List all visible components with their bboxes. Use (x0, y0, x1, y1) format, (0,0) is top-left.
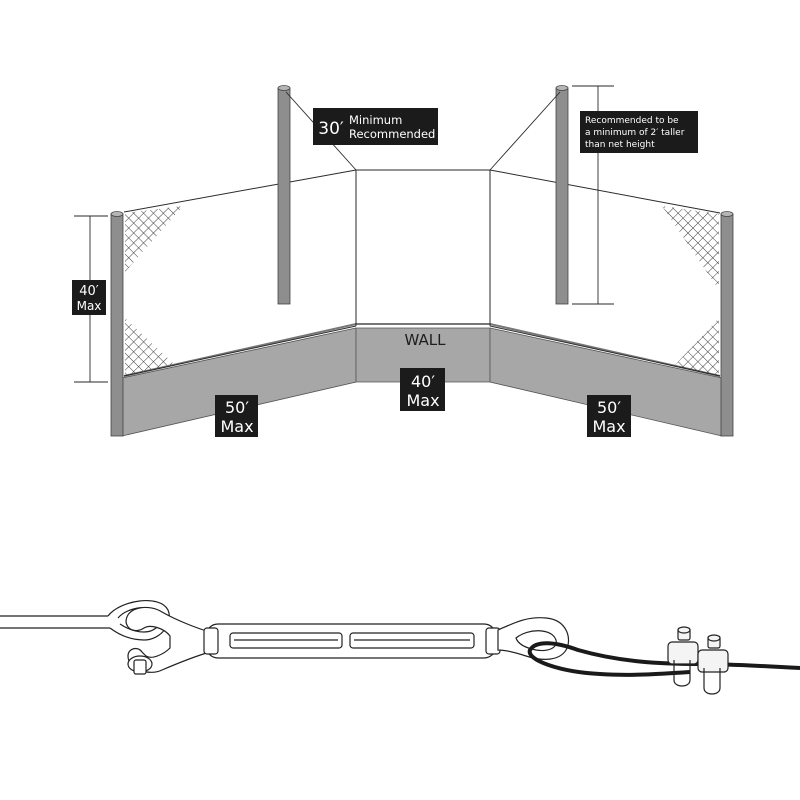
right-span-label-bg (587, 395, 631, 437)
hook-pin-shank (133, 659, 147, 675)
min-height-value: 30′ (318, 119, 344, 139)
rope-loop (527, 641, 800, 677)
rigging-hardware (0, 600, 800, 695)
net-top-edge (123, 169, 721, 214)
back-pole-left (277, 87, 291, 305)
clip-1-ubolt (673, 660, 691, 687)
clip-2-bolt-top (707, 634, 721, 642)
right-span-unit: Max (592, 417, 625, 436)
pole-height-callout: Recommended to be a minimum of 2′ taller… (580, 111, 698, 153)
mesh-top-left (125, 206, 183, 272)
center-span-unit: Max (406, 391, 439, 410)
backstop-structure: WALL 30′ Minimum Recommended Recommended… (72, 85, 734, 437)
end-pole-left (110, 213, 124, 437)
clip-1-saddle (667, 641, 699, 665)
pole-height-line1: Recommended to be (585, 116, 679, 126)
left-span-label-bg (215, 395, 258, 437)
min-height-line1: Minimum (349, 113, 402, 127)
center-span-label-bg (400, 368, 445, 411)
turnbuckle-collar-left (203, 627, 219, 655)
mesh-bottom-left (125, 318, 174, 375)
mesh-bottom-right (674, 318, 719, 376)
net-height-value: 40′ (79, 284, 99, 299)
net-height-label: 40′ Max (72, 280, 106, 315)
left-span-unit: Max (220, 417, 253, 436)
left-span-value: 50′ (225, 398, 249, 417)
back-pole-left-cap (277, 85, 291, 91)
wire-rope-clip-1 (667, 626, 699, 687)
clip-2-ubolt (703, 668, 721, 695)
wire-rope-clips (667, 626, 729, 695)
net-height-unit: Max (77, 299, 102, 313)
rope (527, 641, 800, 677)
back-pole-right-cap (555, 85, 569, 91)
wire-rope-clip-2 (697, 634, 729, 695)
back-pole-right (555, 87, 569, 305)
net-height-label-bg (72, 280, 106, 315)
mesh-top-right (662, 206, 719, 290)
min-height-callout: 30′ Minimum Recommended (313, 108, 438, 145)
right-span-label: 50′ Max (587, 395, 631, 437)
hook-body (125, 606, 211, 673)
clip-2-saddle (697, 649, 729, 673)
turnbuckle-hook (125, 606, 211, 675)
turnbuckle-body (203, 623, 501, 659)
pole-height-line3: than net height (585, 140, 655, 150)
clip-1-bolt-top (677, 626, 691, 634)
back-poles (277, 85, 569, 305)
turnbuckle-eye (497, 617, 570, 660)
min-height-callout-bg (313, 108, 438, 145)
end-pole-right-cap (720, 211, 734, 217)
right-span-value: 50′ (597, 398, 621, 417)
end-pole-right (720, 213, 734, 437)
center-span-value: 40′ (411, 372, 435, 391)
center-span-label: 40′ Max (400, 368, 445, 411)
net-left-bottom-edge (123, 325, 357, 377)
net-mesh-corners (125, 206, 719, 376)
end-pole-left-cap (110, 211, 124, 217)
left-span-label: 50′ Max (215, 395, 258, 437)
pole-height-line2: a minimum of 2′ taller (585, 128, 685, 138)
wall-top-edge (123, 323, 721, 377)
min-height-line2: Recommended (349, 127, 435, 141)
end-poles (110, 211, 734, 437)
wall-base (121, 323, 723, 437)
pole-height-callout-bg (580, 111, 698, 153)
eye-inner (515, 630, 557, 652)
wall-label: WALL (405, 331, 447, 349)
cable-left (0, 615, 110, 629)
guy-line-right (489, 91, 561, 171)
